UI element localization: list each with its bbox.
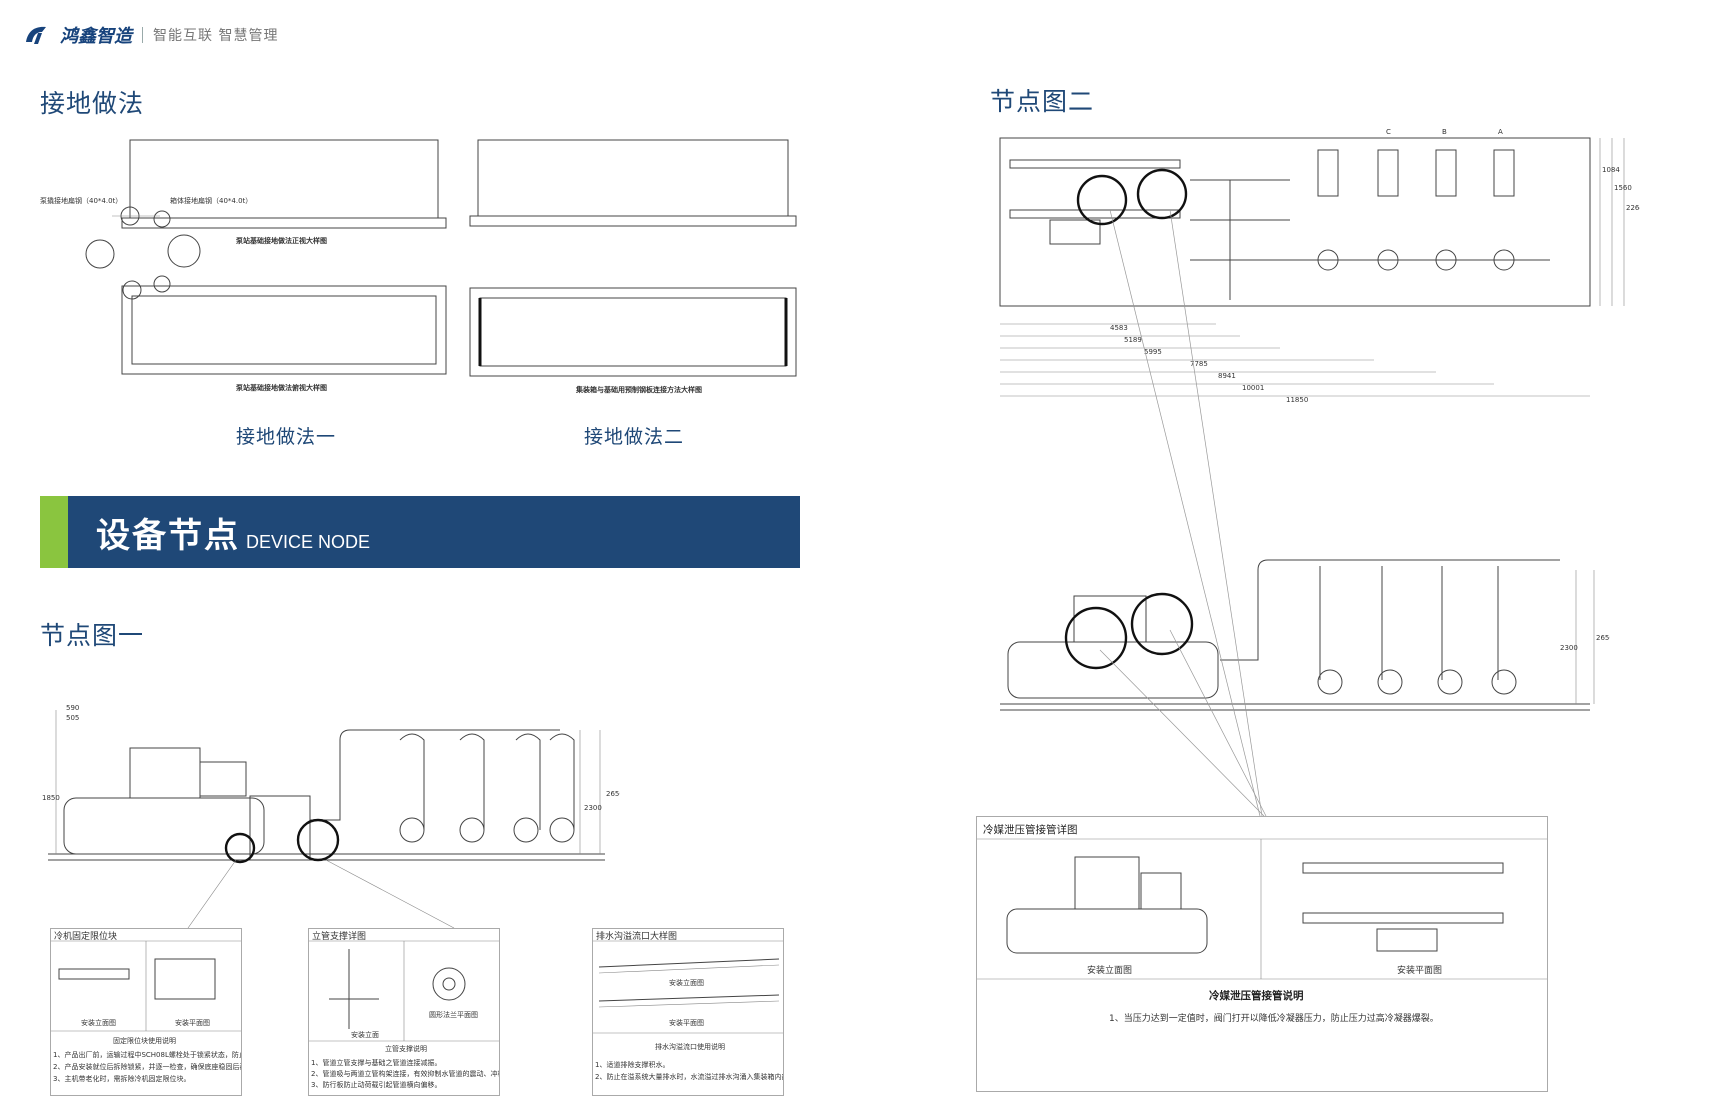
node1-elevation-drawing: 590 505 2650 2300 1850 xyxy=(42,704,620,928)
dim-5995: 5995 xyxy=(1144,348,1162,356)
dim-5189: 5189 xyxy=(1124,336,1142,344)
node1-dim-505: 505 xyxy=(66,714,79,722)
node1-dim-2650: 2650 xyxy=(606,790,620,798)
node2-panel-desc-title: 冷媒泄压管接管说明 xyxy=(1209,989,1304,1002)
node1-panel-fixed-limit: 冷机固定限位块 安装立面图 安装平面图 固定限位块使用说明 1、产品出厂前，运输… xyxy=(50,928,330,1096)
section-label-c: C xyxy=(1386,128,1391,136)
panel2-sub1: 安装立面 xyxy=(351,1030,379,1039)
panel1-title: 冷机固定限位块 xyxy=(54,930,117,942)
grounding-method1-drawing: 泵撬接地扁钢（40*4.0t） 箱体接地扁钢（40*4.0t） 泵站基础接地做法… xyxy=(40,139,447,392)
node1-panel-drain-overflow: 排水沟溢流口大样图 安装立面图 安装平面图 排水沟溢流口使用说明 1、适道排除支… xyxy=(592,928,844,1096)
panel3-desc-0: 1、适道排除支撑积水。 xyxy=(595,1060,669,1069)
grounding-method2-drawing: 集装箱与基础用预制钢板连接方法大样图 xyxy=(469,139,797,394)
pumps-group xyxy=(399,733,575,843)
section-label-b: B xyxy=(1442,128,1447,136)
node2-panel-sub2: 安装平面图 xyxy=(1397,964,1442,976)
grounding-method2-caption: 接地做法二 xyxy=(584,426,685,448)
panel2-desc-0: 1、管道立管支撑与基础之管道连接减振。 xyxy=(311,1058,441,1067)
dim-11850: 11850 xyxy=(1286,396,1308,404)
node1-title: 节点图一 xyxy=(40,621,145,650)
dim-8941: 8941 xyxy=(1218,372,1236,380)
dim-right-1084: 1084 xyxy=(1602,166,1620,174)
panel1-desc-2: 3、主机带老化时，需拆除冷机固定限位块。 xyxy=(53,1074,190,1083)
node1-dim-590: 590 xyxy=(66,704,79,712)
panel1-desc-1: 2、产品安装就位后拆除锁紧，并逐一检查，确保底座稳固后再开机。 xyxy=(53,1062,241,1071)
grounding-method1-caption: 接地做法一 xyxy=(236,426,337,448)
banner-title-cn: 设备节点 xyxy=(96,516,240,556)
panel3-sub2: 安装平面图 xyxy=(669,1018,704,1027)
panel3-desc-title: 排水沟溢流口使用说明 xyxy=(655,1042,725,1051)
node2-panel-title: 冷媒泄压管接管详图 xyxy=(983,823,1078,836)
node2-panel-sub1: 安装立面图 xyxy=(1087,964,1132,976)
method2-view-label: 集装箱与基础用预制钢板连接方法大样图 xyxy=(575,385,702,394)
panel1-sub1: 安装立面图 xyxy=(81,1018,116,1027)
panel1-sub2: 安装平面图 xyxy=(175,1018,210,1027)
banner-accent xyxy=(40,496,68,568)
panel3-sub1: 安装立面图 xyxy=(669,978,704,987)
plan-pumps xyxy=(1317,149,1515,271)
dim-7785: 7785 xyxy=(1190,360,1208,368)
panel1-desc-0: 1、产品出厂前，运输过程中SCH08L螺栓处于锁紧状态，防止主机设备运输过程中偏… xyxy=(53,1050,241,1059)
brand-logo-icon xyxy=(26,26,46,44)
node2-elevation-drawing: 2300 2650 xyxy=(1000,559,1610,711)
node2-panel-refrigerant-relief: 冷媒泄压管接管详图 安装立面图 安装平面图 冷媒泄压管接管说明 1、当压力达到一… xyxy=(976,816,1548,1092)
node1-panel-riser-support: 立管支撑详图 安装立面 圆形法兰平面图 立管支撑说明 1、管道立管支撑与基础之管… xyxy=(308,928,511,1096)
grounding-title: 接地做法 xyxy=(40,89,145,118)
dim-right-1560: 1560 xyxy=(1614,184,1632,192)
node2-panel-desc-0: 1、当压力达到一定值时，阀门打开以降低冷凝器压力，防止压力过高冷凝器爆裂。 xyxy=(1109,1012,1439,1024)
label-box-ground-steel: 箱体接地扁钢（40*4.0t） xyxy=(170,196,252,205)
elev-dim-2300: 2300 xyxy=(1560,644,1578,652)
panel2-desc-1: 2、管道吸与两道立管构架连接，有效抑制水管道的震动、冲桩。 xyxy=(311,1069,499,1078)
panel2-desc-2: 3、防行板防止动荷载引起管道横向偏移。 xyxy=(311,1080,441,1089)
header: 鸿鑫智造 智能互联 智慧管理 xyxy=(24,22,278,48)
brand-slogan: 智能互联 智慧管理 xyxy=(153,28,279,44)
panel1-desc-title: 固定限位块使用说明 xyxy=(113,1036,176,1045)
dim-4583: 4583 xyxy=(1110,324,1128,332)
device-node-banner: 设备节点 DEVICE NODE xyxy=(40,496,800,568)
header-divider xyxy=(142,27,143,43)
panel2-sub2: 圆形法兰平面图 xyxy=(429,1010,478,1019)
banner-title-en: DEVICE NODE xyxy=(246,532,371,552)
label-pump-ground-steel: 泵撬接地扁钢（40*4.0t） xyxy=(40,196,122,205)
elev-dim-2650: 2650 xyxy=(1596,634,1610,642)
node1-dim-2300: 2300 xyxy=(584,804,602,812)
panel2-title: 立管支撑详图 xyxy=(312,930,366,942)
section-label-a: A xyxy=(1498,128,1503,136)
node2-title: 节点图二 xyxy=(990,87,1095,116)
method1-top-view-label: 泵站基础接地做法俯视大样图 xyxy=(235,383,327,392)
panel3-title: 排水沟溢流口大样图 xyxy=(596,930,677,942)
panel2-desc-title: 立管支撑说明 xyxy=(385,1044,427,1053)
node2-callout-lines xyxy=(1099,210,1267,817)
node1-dim-1850: 1850 xyxy=(42,794,60,802)
brand-name: 鸿鑫智造 xyxy=(60,26,132,47)
dim-10001: 10001 xyxy=(1242,384,1264,392)
panel3-desc-1: 2、防止在溢系统大量排水时，水流溢过排水沟涌入集装箱内部，引发触电事故。 xyxy=(595,1072,783,1081)
method1-front-view-label: 泵站基础接地做法正视大样图 xyxy=(235,236,327,245)
elev-pumps xyxy=(1317,566,1517,695)
